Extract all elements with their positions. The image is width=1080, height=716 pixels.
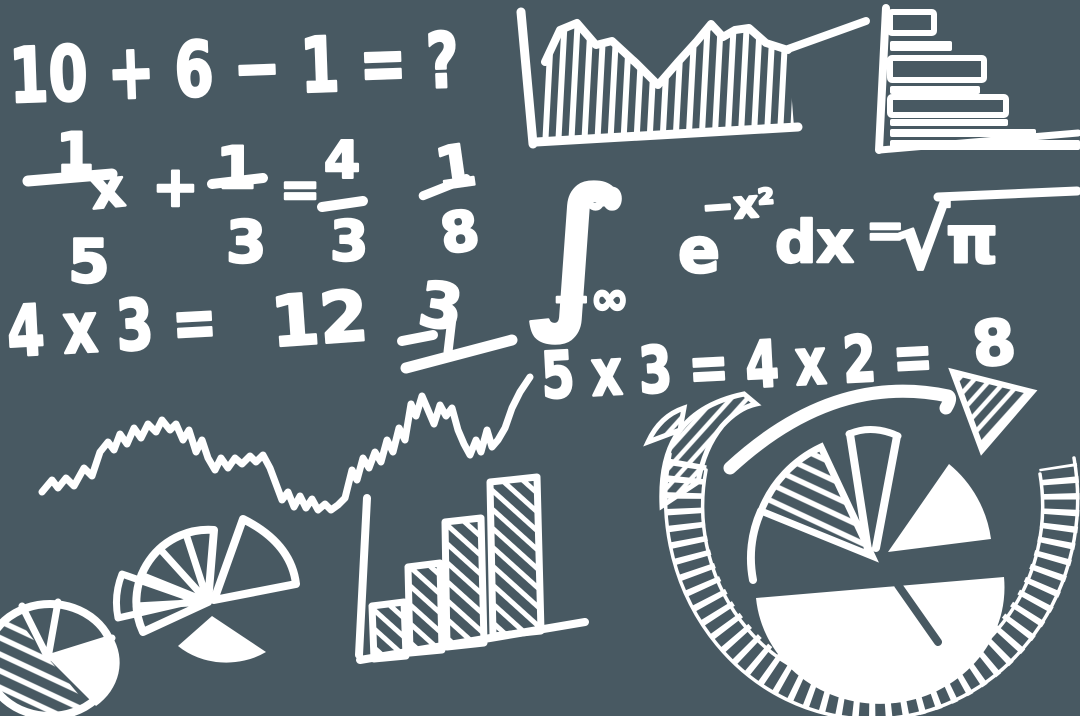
small-pie-spoke	[44, 598, 62, 662]
area-chart-doodle	[516, 7, 870, 149]
cycle-top-arc	[723, 384, 957, 475]
frac2-den: 3	[226, 208, 266, 276]
pie-solid-bottom-bowl	[756, 577, 1005, 704]
frac3-den: 3	[330, 209, 368, 273]
integral-sign: ∫	[528, 153, 629, 345]
horizontal-bar-chart-doodle	[875, 4, 1080, 154]
wheel-spoke	[182, 530, 212, 606]
small-pie-hatched-slice	[0, 612, 90, 716]
frac1-den: 5	[68, 227, 110, 297]
frac2-bar	[207, 173, 268, 189]
zigzag-line-chart-doodle	[38, 373, 534, 514]
frac3-num: 4	[324, 131, 360, 191]
frac8-bar	[418, 174, 471, 201]
pie-top-slice-rim	[845, 426, 902, 440]
equation-fractions: 1 5 x + 1 3 = 4 3	[22, 120, 370, 298]
cycle-arrow-head	[948, 367, 1038, 456]
integral-lower-limit: −∞	[552, 271, 629, 325]
small-pie-chart-doodle	[0, 598, 120, 716]
pi-symbol: π	[946, 201, 998, 278]
multiplication-expression: 4 x 3 =	[5, 280, 219, 373]
small-pie-outline	[0, 600, 118, 716]
cycle-arrow-outer-edge	[663, 452, 1080, 716]
integrand-e: e	[678, 214, 720, 287]
frac2-num: 1	[216, 134, 256, 202]
frac31-den-stroke	[443, 313, 457, 357]
integrand-exponent: −x²	[700, 181, 776, 230]
pie-top-slice-spoke	[846, 430, 872, 554]
wheel-spoke	[156, 545, 212, 606]
frac-variable: x	[88, 159, 128, 222]
differential-dx: dx	[775, 208, 854, 276]
integral-equals: =	[866, 203, 905, 257]
cycle-arrow-tail-fork	[643, 404, 688, 447]
multiplication-result: 12	[268, 275, 371, 364]
frac1-bar	[22, 168, 118, 187]
radical-sign: √	[896, 194, 950, 287]
pie-left-rim	[747, 507, 765, 584]
equation-sum-text: 10 + 6 − 1 = ?	[8, 16, 461, 121]
pie-top-slice-spoke	[872, 432, 901, 552]
pie-solid-right-slice	[888, 464, 991, 552]
frac-plus: +	[152, 155, 199, 220]
equation-multiplication: 4 x 3 = 12	[4, 274, 372, 375]
frac3-bar	[317, 196, 368, 212]
equation-one-eighth: 1 8	[418, 129, 484, 268]
wheel-detached-left-slice	[113, 570, 200, 622]
small-pie-spoke	[18, 602, 52, 662]
wheel-detached-topright-slice	[210, 515, 300, 604]
integral-upper-limit: ∞	[582, 167, 625, 227]
frac31-bar	[400, 334, 518, 374]
exploded-pie-chart-doodle	[113, 515, 300, 663]
small-pie-spoke	[44, 634, 116, 662]
frac31-minus	[397, 330, 438, 346]
equation-gaussian-integral: ∫ ∞ −∞ e −x² dx = √ π	[527, 152, 1080, 346]
wheel-solid-bottom-slice	[178, 616, 266, 663]
frac-equals: =	[280, 162, 320, 218]
cycle-arrow-tail	[659, 391, 762, 511]
radical-vinculum	[933, 186, 1080, 202]
equation-three-over-one: 3	[397, 266, 518, 374]
vertical-bar-chart-doodle	[355, 473, 589, 664]
equation-sum: 10 + 6 − 1 = ?	[6, 14, 461, 121]
chain-result: 8	[969, 305, 1020, 382]
cycle-pie-chart-doodle	[643, 367, 1080, 716]
pie-bowl-slice-line	[894, 581, 942, 646]
